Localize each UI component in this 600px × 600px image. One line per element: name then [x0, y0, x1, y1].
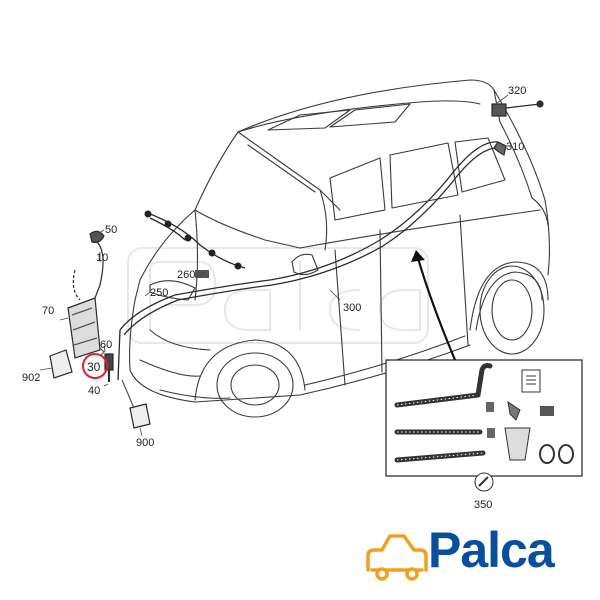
- callout-902: 902: [22, 372, 40, 384]
- callout-310: 310: [506, 141, 524, 153]
- leader-lines: [39, 94, 510, 437]
- callout-350: 350: [474, 499, 492, 511]
- part-callouts: 320 310 50 10 260 250 300 70 60 30 902 4…: [22, 85, 526, 511]
- palca-logo-text: Palca: [428, 522, 555, 578]
- watermark-logo: [127, 247, 429, 344]
- callout-60: 60: [100, 339, 112, 351]
- callout-40: 40: [88, 385, 100, 397]
- callout-10: 10: [96, 252, 108, 264]
- rear-nozzle-assembly: [491, 100, 544, 156]
- washer-hoses: [117, 141, 501, 381]
- callout-50: 50: [105, 224, 117, 236]
- kit-arrow: [411, 250, 457, 361]
- callout-250: 250: [150, 287, 168, 299]
- callout-260: 260: [177, 269, 195, 281]
- palca-car-icon: [366, 534, 428, 581]
- callout-30: 30: [87, 360, 101, 374]
- washer-nozzles: [144, 210, 242, 278]
- washer-reservoir: [49, 230, 151, 429]
- callout-320: 320: [508, 85, 526, 97]
- callout-900: 900: [136, 437, 154, 449]
- callout-70: 70: [42, 305, 54, 317]
- repair-kit-box: [385, 359, 583, 492]
- callout-300: 300: [343, 302, 361, 314]
- highlight-circle: [82, 353, 108, 379]
